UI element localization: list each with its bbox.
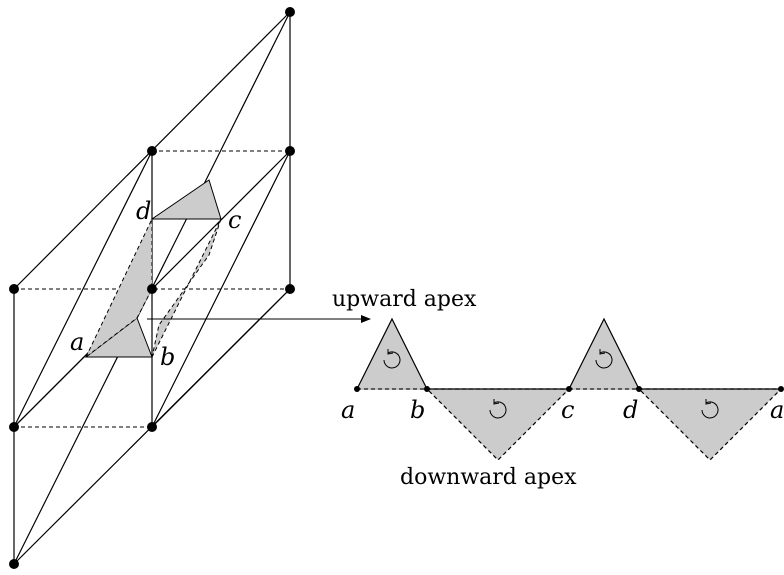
face-upper-triangle <box>150 179 222 220</box>
node <box>9 559 19 569</box>
rotation-icon <box>383 349 401 369</box>
face-right-band <box>151 218 222 358</box>
face-left-band <box>85 218 153 358</box>
strip-label-b: b <box>410 396 425 424</box>
caption-upward-apex: upward apex <box>332 287 477 312</box>
node <box>9 422 19 432</box>
long-diagonal-2 <box>13 150 153 428</box>
vertex-label-b: b <box>160 343 175 371</box>
node <box>9 284 19 294</box>
strip-label-a-end: a <box>770 396 784 424</box>
shaded-faces <box>84 179 222 358</box>
node <box>285 284 295 294</box>
vertex-label-d: d <box>136 197 151 225</box>
node <box>147 284 157 294</box>
caption-downward-apex: downward apex <box>400 465 577 490</box>
strip-label-d: d <box>623 396 638 424</box>
strip-node <box>778 386 784 392</box>
unfolded-strip: a b c d a upward apex downward apex <box>332 287 784 490</box>
strip-node <box>636 386 642 392</box>
upward-triangle-1 <box>356 317 428 390</box>
downward-triangle-1 <box>425 388 571 461</box>
upward-triangle-2 <box>568 317 640 390</box>
strip-label-a: a <box>341 396 355 424</box>
rotation-icon <box>701 399 719 419</box>
lattice-dashed-rungs <box>14 150 290 428</box>
vertex-label-c: c <box>228 206 241 234</box>
strip-node <box>354 386 360 392</box>
rotation-icon <box>595 349 613 369</box>
node <box>147 422 157 432</box>
node <box>285 146 295 156</box>
node <box>147 146 157 156</box>
vertex-label-a: a <box>70 328 84 356</box>
rotation-icon <box>489 399 507 419</box>
strip-node <box>424 386 430 392</box>
lower-right-diagonal <box>151 288 291 428</box>
lattice-nodes <box>9 7 295 569</box>
strip-label-c: c <box>561 396 574 424</box>
strip-node <box>566 386 572 392</box>
node <box>285 7 295 17</box>
downward-triangle-2 <box>637 388 783 461</box>
